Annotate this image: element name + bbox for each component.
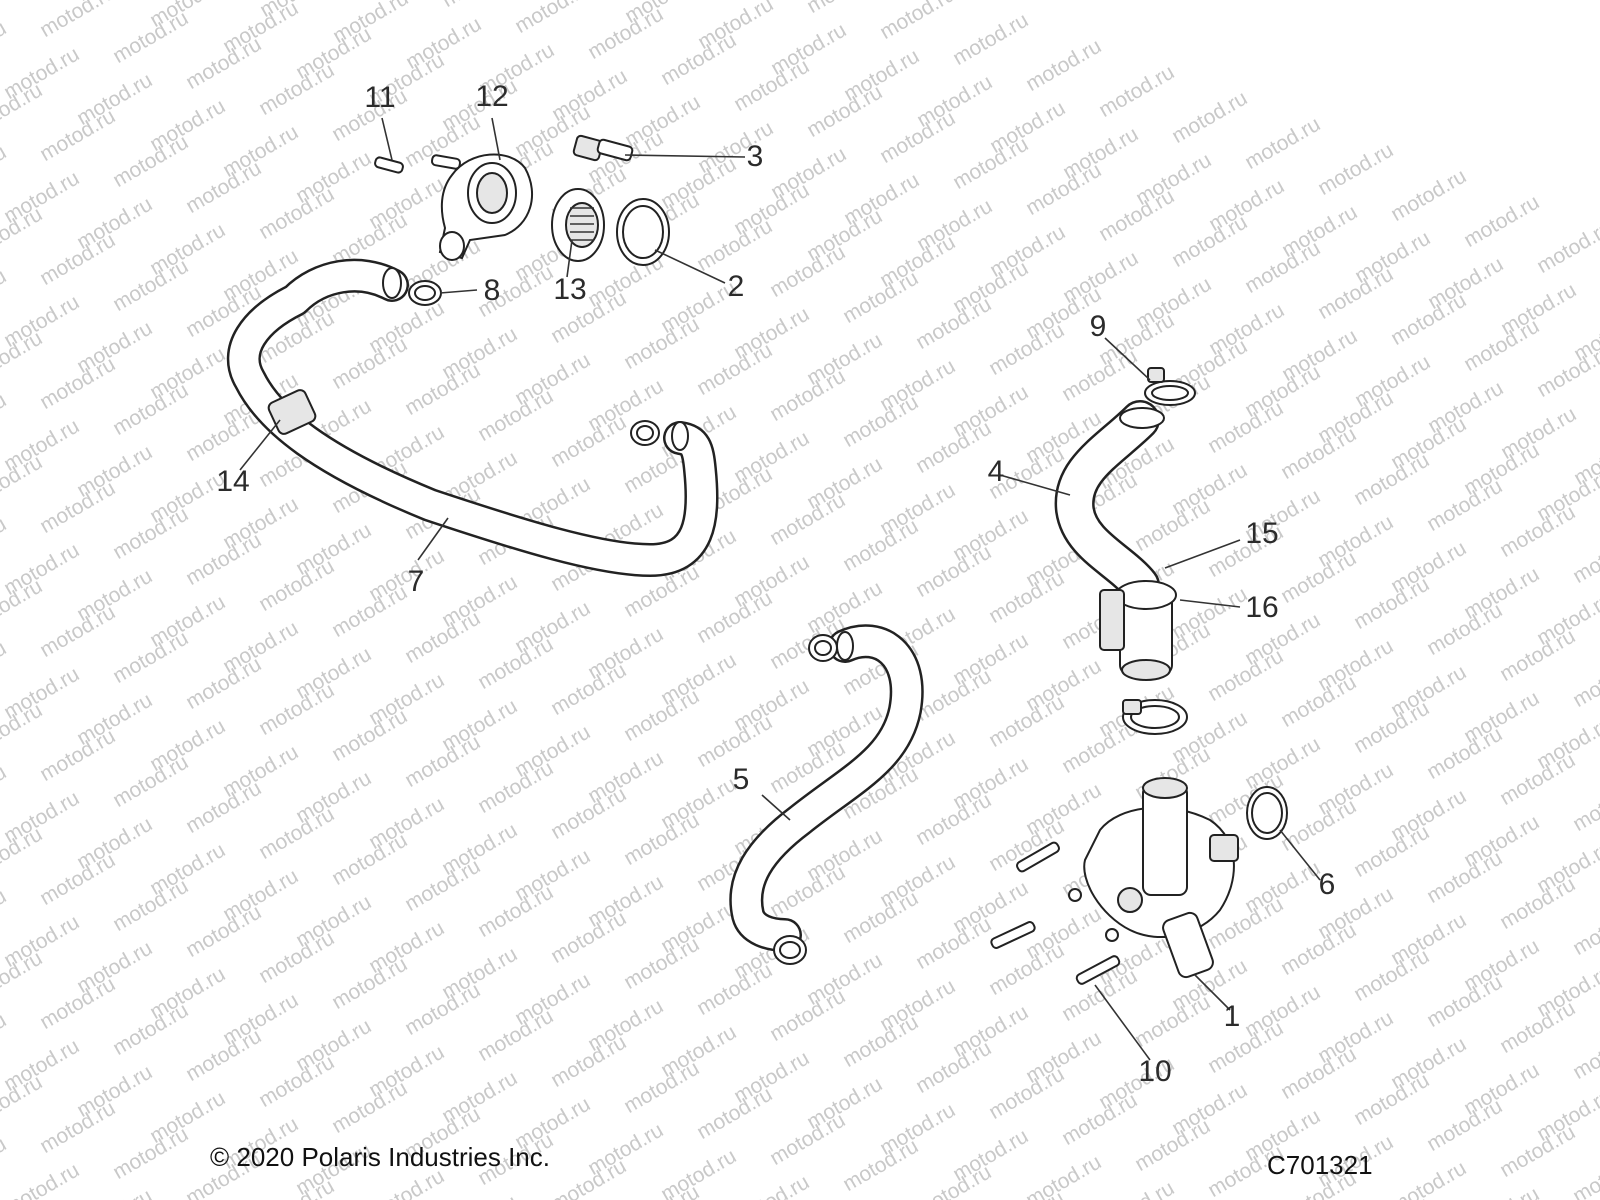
callout-6: 6: [1318, 868, 1336, 901]
callout-1: 1: [1223, 1000, 1241, 1033]
callout-15: 15: [1245, 517, 1279, 550]
diagram-code: C701321: [1267, 1150, 1373, 1180]
callout-8: 8: [483, 274, 501, 307]
clamp-hose7-end: [630, 420, 660, 446]
callout-2: 2: [727, 270, 745, 303]
seal-6: [1246, 786, 1288, 840]
seal-2: [616, 198, 670, 266]
sensor-3: [572, 134, 634, 162]
copyright-text: © 2020 Polaris Industries Inc.: [210, 1142, 550, 1172]
thermostat-13: [551, 188, 605, 262]
callout-4: 4: [987, 455, 1005, 488]
hose-4: [1054, 400, 1165, 605]
clamp-hose5-top: [808, 634, 838, 662]
bolts-10: [990, 841, 1121, 985]
callout-10: 10: [1138, 1055, 1172, 1088]
leader-lines: [239, 117, 1321, 1061]
callout-12: 12: [475, 80, 509, 113]
hose-5: [729, 624, 924, 952]
water-pump-1: [1068, 777, 1239, 979]
callout-5: 5: [732, 763, 750, 796]
callout-13: 13: [553, 273, 587, 306]
bolts-11: [374, 154, 462, 174]
clamp-9: [1144, 367, 1196, 406]
hose-7: [226, 258, 719, 577]
clamp-8: [408, 280, 442, 306]
callout-7: 7: [407, 565, 425, 598]
thermostat-housing-12: [438, 153, 534, 261]
callout-14: 14: [216, 465, 250, 498]
clamp-hose5-bottom: [773, 935, 807, 965]
callout-9: 9: [1089, 310, 1107, 343]
callout-3: 3: [746, 140, 764, 173]
clamp-connector-lower: [1122, 699, 1188, 735]
connector-15-16: [1099, 580, 1177, 681]
callout-11: 11: [364, 81, 396, 114]
sleeve-14: [267, 389, 317, 435]
callout-16: 16: [1245, 591, 1279, 624]
